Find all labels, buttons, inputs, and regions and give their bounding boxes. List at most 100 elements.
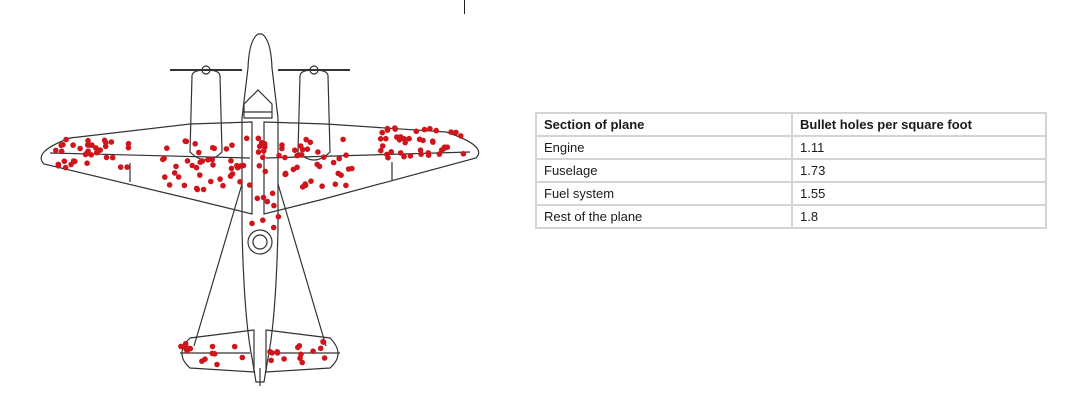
bullet-hole — [102, 143, 109, 150]
bullet-hole — [338, 172, 344, 178]
bullet-hole — [401, 136, 407, 142]
bullet-hole — [200, 186, 207, 193]
bullet-hole — [303, 136, 310, 143]
bullet-hole — [192, 141, 198, 147]
bullet-hole — [407, 153, 414, 159]
bullet-hole — [62, 164, 69, 171]
bullet-hole — [160, 156, 166, 163]
bullet-hole — [332, 181, 339, 187]
bullet-hole — [392, 125, 398, 131]
section-cell: Engine — [535, 135, 793, 160]
bullet-hole — [417, 147, 424, 153]
bullet-hole — [379, 143, 386, 149]
bullet-hole — [246, 182, 253, 188]
bullet-hole — [401, 153, 407, 160]
bullet-hole — [125, 140, 132, 147]
bullet-hole — [413, 128, 420, 135]
bullet-hole — [125, 144, 132, 151]
bullet-hole — [93, 145, 99, 151]
bullet-hole — [208, 178, 214, 185]
bullet-hole — [260, 217, 266, 223]
bullet-hole — [297, 355, 303, 362]
bullet-hole — [184, 158, 191, 164]
bullet-hole — [85, 148, 91, 154]
bullet-hole — [321, 355, 328, 361]
bullet-hole — [209, 343, 216, 350]
bullet-hole — [425, 152, 432, 158]
bullet-hole — [255, 149, 262, 155]
bullet-hole — [231, 343, 238, 350]
bullet-hole — [197, 172, 203, 178]
bullet-hole — [55, 163, 62, 169]
bullet-hole — [237, 179, 243, 185]
bullet-hole — [196, 149, 202, 156]
bullet-hole — [261, 140, 268, 147]
bullet-hole — [388, 149, 395, 155]
bullet-hole — [193, 164, 200, 171]
bullet-hole — [320, 339, 327, 346]
bullet-hole — [243, 135, 250, 142]
plane-outline — [40, 33, 480, 386]
bullet-hole — [297, 143, 304, 149]
bullet-hole — [295, 344, 301, 351]
bullet-hole — [294, 152, 300, 159]
bullet-hole — [427, 125, 433, 132]
bullet-hole — [321, 154, 327, 160]
bullet-hole — [220, 182, 226, 189]
bullet-hole — [189, 162, 195, 169]
bullet-hole — [384, 127, 391, 133]
section-cell: Rest of the plane — [535, 204, 793, 229]
bullet-hole — [269, 350, 275, 356]
bullet-hole — [228, 158, 234, 164]
bullet-hole — [108, 139, 115, 145]
bullet-hole — [209, 350, 215, 357]
table-row: Fuselage 1.73 — [535, 158, 1047, 183]
bullet-hole — [162, 174, 168, 180]
section-cell: Fuselage — [535, 158, 793, 183]
bullet-hole — [260, 154, 266, 161]
bullet-hole — [310, 348, 316, 355]
bullet-hole — [317, 345, 324, 352]
column-header-section: Section of plane — [535, 112, 793, 137]
bullet-hole — [315, 149, 321, 155]
bullet-hole — [184, 347, 190, 354]
bullet-hole — [217, 176, 223, 182]
bullet-hole — [330, 159, 337, 166]
bullet-hole — [282, 170, 289, 177]
bullet-hole — [86, 142, 93, 148]
bullet-hole — [175, 174, 182, 180]
bullet-hole — [433, 127, 440, 134]
bullet-hole — [397, 150, 404, 156]
bullet-hole — [183, 138, 190, 145]
bullet-hole-markers — [53, 125, 467, 368]
bullet-hole — [299, 359, 306, 366]
bullet-hole — [276, 152, 282, 159]
bullet-hole — [223, 146, 230, 152]
bullet-hole — [254, 195, 261, 202]
bullet-hole — [281, 356, 287, 362]
bullet-hole — [61, 158, 68, 164]
bullet-hole — [85, 137, 91, 144]
bullet-hole — [268, 357, 274, 364]
bullet-hole — [279, 142, 285, 148]
bullet-hole — [164, 145, 170, 151]
bullet-hole — [308, 178, 314, 184]
bullet-hole — [58, 148, 65, 155]
bullet-hole — [103, 154, 110, 161]
bullet-holes-table: Section of plane Bullet holes per square… — [535, 112, 1047, 229]
bullet-hole — [77, 145, 83, 152]
bullet-hole — [436, 151, 443, 157]
table-row: Engine 1.11 — [535, 135, 1047, 160]
bullet-hole — [274, 349, 280, 355]
bullet-hole — [394, 134, 400, 140]
bullet-hole — [117, 164, 124, 170]
bullet-hole — [70, 158, 77, 164]
bullet-hole — [416, 136, 423, 143]
section-cell: Fuel system — [535, 181, 793, 206]
bullet-hole — [421, 126, 428, 133]
bullet-hole — [299, 184, 306, 190]
bullet-hole — [210, 162, 216, 168]
bullet-hole — [453, 129, 459, 136]
bullet-hole — [197, 159, 203, 165]
bullet-hole — [430, 139, 436, 145]
